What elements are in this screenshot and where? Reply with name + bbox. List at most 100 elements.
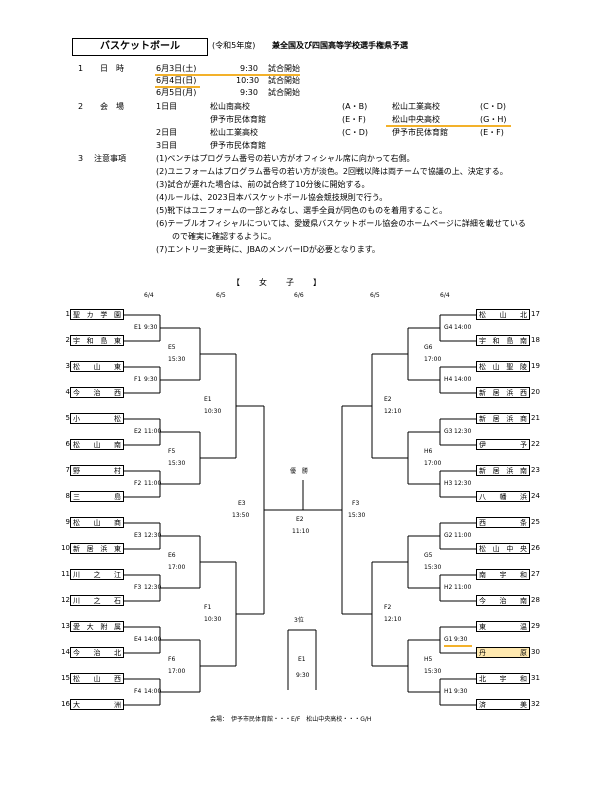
- match-code: F5: [168, 448, 176, 455]
- team-number: 6: [65, 440, 70, 448]
- team-name: 川之石: [70, 595, 124, 606]
- team-number: 21: [531, 414, 540, 422]
- match-time: 17:00: [168, 564, 186, 571]
- match-code: G6: [424, 344, 433, 351]
- match-code: F3: [352, 500, 360, 507]
- match-code: E3: [238, 500, 246, 507]
- team-name: 済美: [476, 699, 530, 710]
- team-number: 11: [61, 570, 70, 578]
- match-time: 14:00: [144, 636, 162, 643]
- note: (1)ベンチはプログラム番号の若い方がオフィシャル席に向かって右側。: [156, 154, 415, 163]
- date-day: 6月5日(月): [156, 88, 197, 97]
- match-code: H4: [444, 376, 453, 383]
- sec2-num: 2: [78, 102, 84, 111]
- team-name: 今治南: [476, 595, 530, 606]
- note: (4)ルールは、2023日本バスケットボール協会競技規則で行う。: [156, 193, 388, 202]
- match-code: F6: [168, 656, 176, 663]
- team-number: 19: [531, 362, 540, 370]
- team-name: 三島: [70, 491, 124, 502]
- match-code: G2: [444, 532, 453, 539]
- team-number: 10: [61, 544, 70, 552]
- col-date: 6/5: [216, 292, 226, 299]
- date-time: 9:30: [240, 88, 258, 97]
- match-code: H3: [444, 480, 453, 487]
- match-time: 11:00: [144, 428, 162, 435]
- sec2-label: 会 場: [100, 102, 124, 111]
- team-number: 30: [531, 648, 540, 656]
- match-time: 14:00: [454, 324, 472, 331]
- note: (6)テーブルオフィシャルについては、愛媛県バスケットボール協会のホームページに…: [156, 219, 526, 228]
- venue-courts2: (G・H): [480, 115, 507, 124]
- match-time: 11:00: [144, 480, 162, 487]
- team-number: 20: [531, 388, 540, 396]
- team-name: 八幡浜: [476, 491, 530, 502]
- highlight-underline: [155, 74, 300, 76]
- match-time: 12:30: [454, 428, 472, 435]
- highlight-underline: [386, 125, 511, 127]
- team-number: 2: [65, 336, 70, 344]
- match-time: 17:00: [424, 356, 442, 363]
- team-number: 27: [531, 570, 540, 578]
- match-code: F1: [204, 604, 212, 611]
- team-number: 18: [531, 336, 540, 344]
- col-date: 6/6: [294, 292, 304, 299]
- date-text: 試合開始: [268, 64, 300, 73]
- sec3-label: 注意事項: [94, 154, 126, 163]
- team-number: 16: [61, 700, 70, 708]
- date-day: 6月3日(土): [156, 64, 197, 73]
- highlight-underline: [155, 86, 200, 88]
- venue-name: 伊予市民体育館: [210, 115, 266, 124]
- team-name: 今治北: [70, 647, 124, 658]
- venue-name: 松山工業高校: [210, 128, 258, 137]
- match-time: 12:30: [144, 584, 162, 591]
- col-date: 6/4: [144, 292, 154, 299]
- team-name: 丹原: [476, 647, 530, 658]
- match-time: 15:30: [348, 512, 366, 519]
- match-code: H5: [424, 656, 433, 663]
- venue-courts: (A・B): [342, 102, 368, 111]
- team-number: 1: [65, 310, 70, 318]
- team-name: 新居浜南: [476, 465, 530, 476]
- team-number: 3: [65, 362, 70, 370]
- team-number: 31: [531, 674, 540, 682]
- note: (7)エントリー変更時に、JBAのメンバーIDが必要となります。: [156, 245, 380, 254]
- match-time: 9:30: [144, 376, 158, 383]
- note: (2)ユニフォームはプログラム番号の若い方が淡色。2回戦以降は両チームで協議の上…: [156, 167, 508, 176]
- date-text: 試合開始: [268, 88, 300, 97]
- venue-courts2: (E・F): [480, 128, 504, 137]
- col-date: 6/4: [440, 292, 450, 299]
- team-name: 新居浜西: [476, 387, 530, 398]
- team-name: 新居浜東: [70, 543, 124, 554]
- team-number: 13: [61, 622, 70, 630]
- team-name: 松山西: [70, 673, 124, 684]
- sec1-label: 日 時: [100, 64, 124, 73]
- match-code: E5: [168, 344, 176, 351]
- match-time: 15:30: [424, 564, 442, 571]
- match-code: E4: [134, 636, 142, 643]
- match-code: E6: [168, 552, 176, 559]
- venue-courts2: (C・D): [480, 102, 506, 111]
- match-code: F2: [134, 480, 142, 487]
- team-name: 宇和島南: [476, 335, 530, 346]
- sport-title-box: バスケットボール: [72, 38, 208, 56]
- match-code: G3: [444, 428, 453, 435]
- venue-day: 3日目: [156, 141, 178, 150]
- team-number: 15: [61, 674, 70, 682]
- venue-courts: (C・D): [342, 128, 368, 137]
- third-code: E1: [298, 656, 306, 663]
- bracket-title: 【 女 子 】: [232, 278, 322, 287]
- match-time: 12:10: [384, 616, 402, 623]
- team-number: 25: [531, 518, 540, 526]
- match-time: 15:30: [168, 356, 186, 363]
- venue-name2: 松山工業高校: [392, 102, 440, 111]
- team-name: 松山聖陵: [476, 361, 530, 372]
- venue-name2: 伊予市民体育館: [392, 128, 448, 137]
- team-number: 7: [65, 466, 70, 474]
- team-number: 24: [531, 492, 540, 500]
- venue-name: 伊予市民体育館: [210, 141, 266, 150]
- match-code: E1: [134, 324, 142, 331]
- team-name: 東温: [476, 621, 530, 632]
- team-number: 23: [531, 466, 540, 474]
- match-code: H6: [424, 448, 433, 455]
- match-time: 13:50: [232, 512, 250, 519]
